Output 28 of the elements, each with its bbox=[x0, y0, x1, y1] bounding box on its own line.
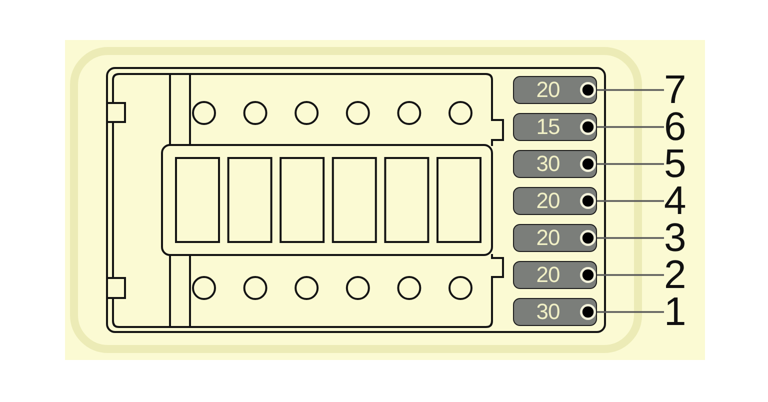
leader-line bbox=[597, 237, 664, 239]
fuse bbox=[513, 187, 597, 215]
fuse bbox=[513, 113, 597, 141]
callout-number: 3 bbox=[664, 218, 686, 258]
callout-number: 2 bbox=[664, 255, 686, 295]
leader-line bbox=[597, 126, 664, 128]
callout-number: 7 bbox=[664, 70, 686, 110]
fuse bbox=[513, 224, 597, 252]
leader-line bbox=[597, 274, 664, 276]
leader-line bbox=[597, 89, 664, 91]
callout-number: 4 bbox=[664, 181, 686, 221]
callout-number: 5 bbox=[664, 144, 686, 184]
callout-number: 6 bbox=[664, 107, 686, 147]
leader-line bbox=[597, 163, 664, 165]
fuse bbox=[513, 261, 597, 289]
fuse-rating: 20 bbox=[536, 264, 560, 286]
fuse bbox=[513, 76, 597, 104]
callout-number: 1 bbox=[664, 292, 686, 332]
fuse-rating: 20 bbox=[536, 227, 560, 249]
leader-line bbox=[597, 200, 664, 202]
leader-line bbox=[597, 311, 664, 313]
fuse-rating: 15 bbox=[536, 116, 560, 138]
fuse bbox=[513, 298, 597, 326]
fuse-rating: 30 bbox=[536, 301, 560, 323]
fuse bbox=[513, 150, 597, 178]
fuse-rating: 30 bbox=[536, 153, 560, 175]
fuse-rating: 20 bbox=[536, 79, 560, 101]
fuse-rating: 20 bbox=[536, 190, 560, 212]
